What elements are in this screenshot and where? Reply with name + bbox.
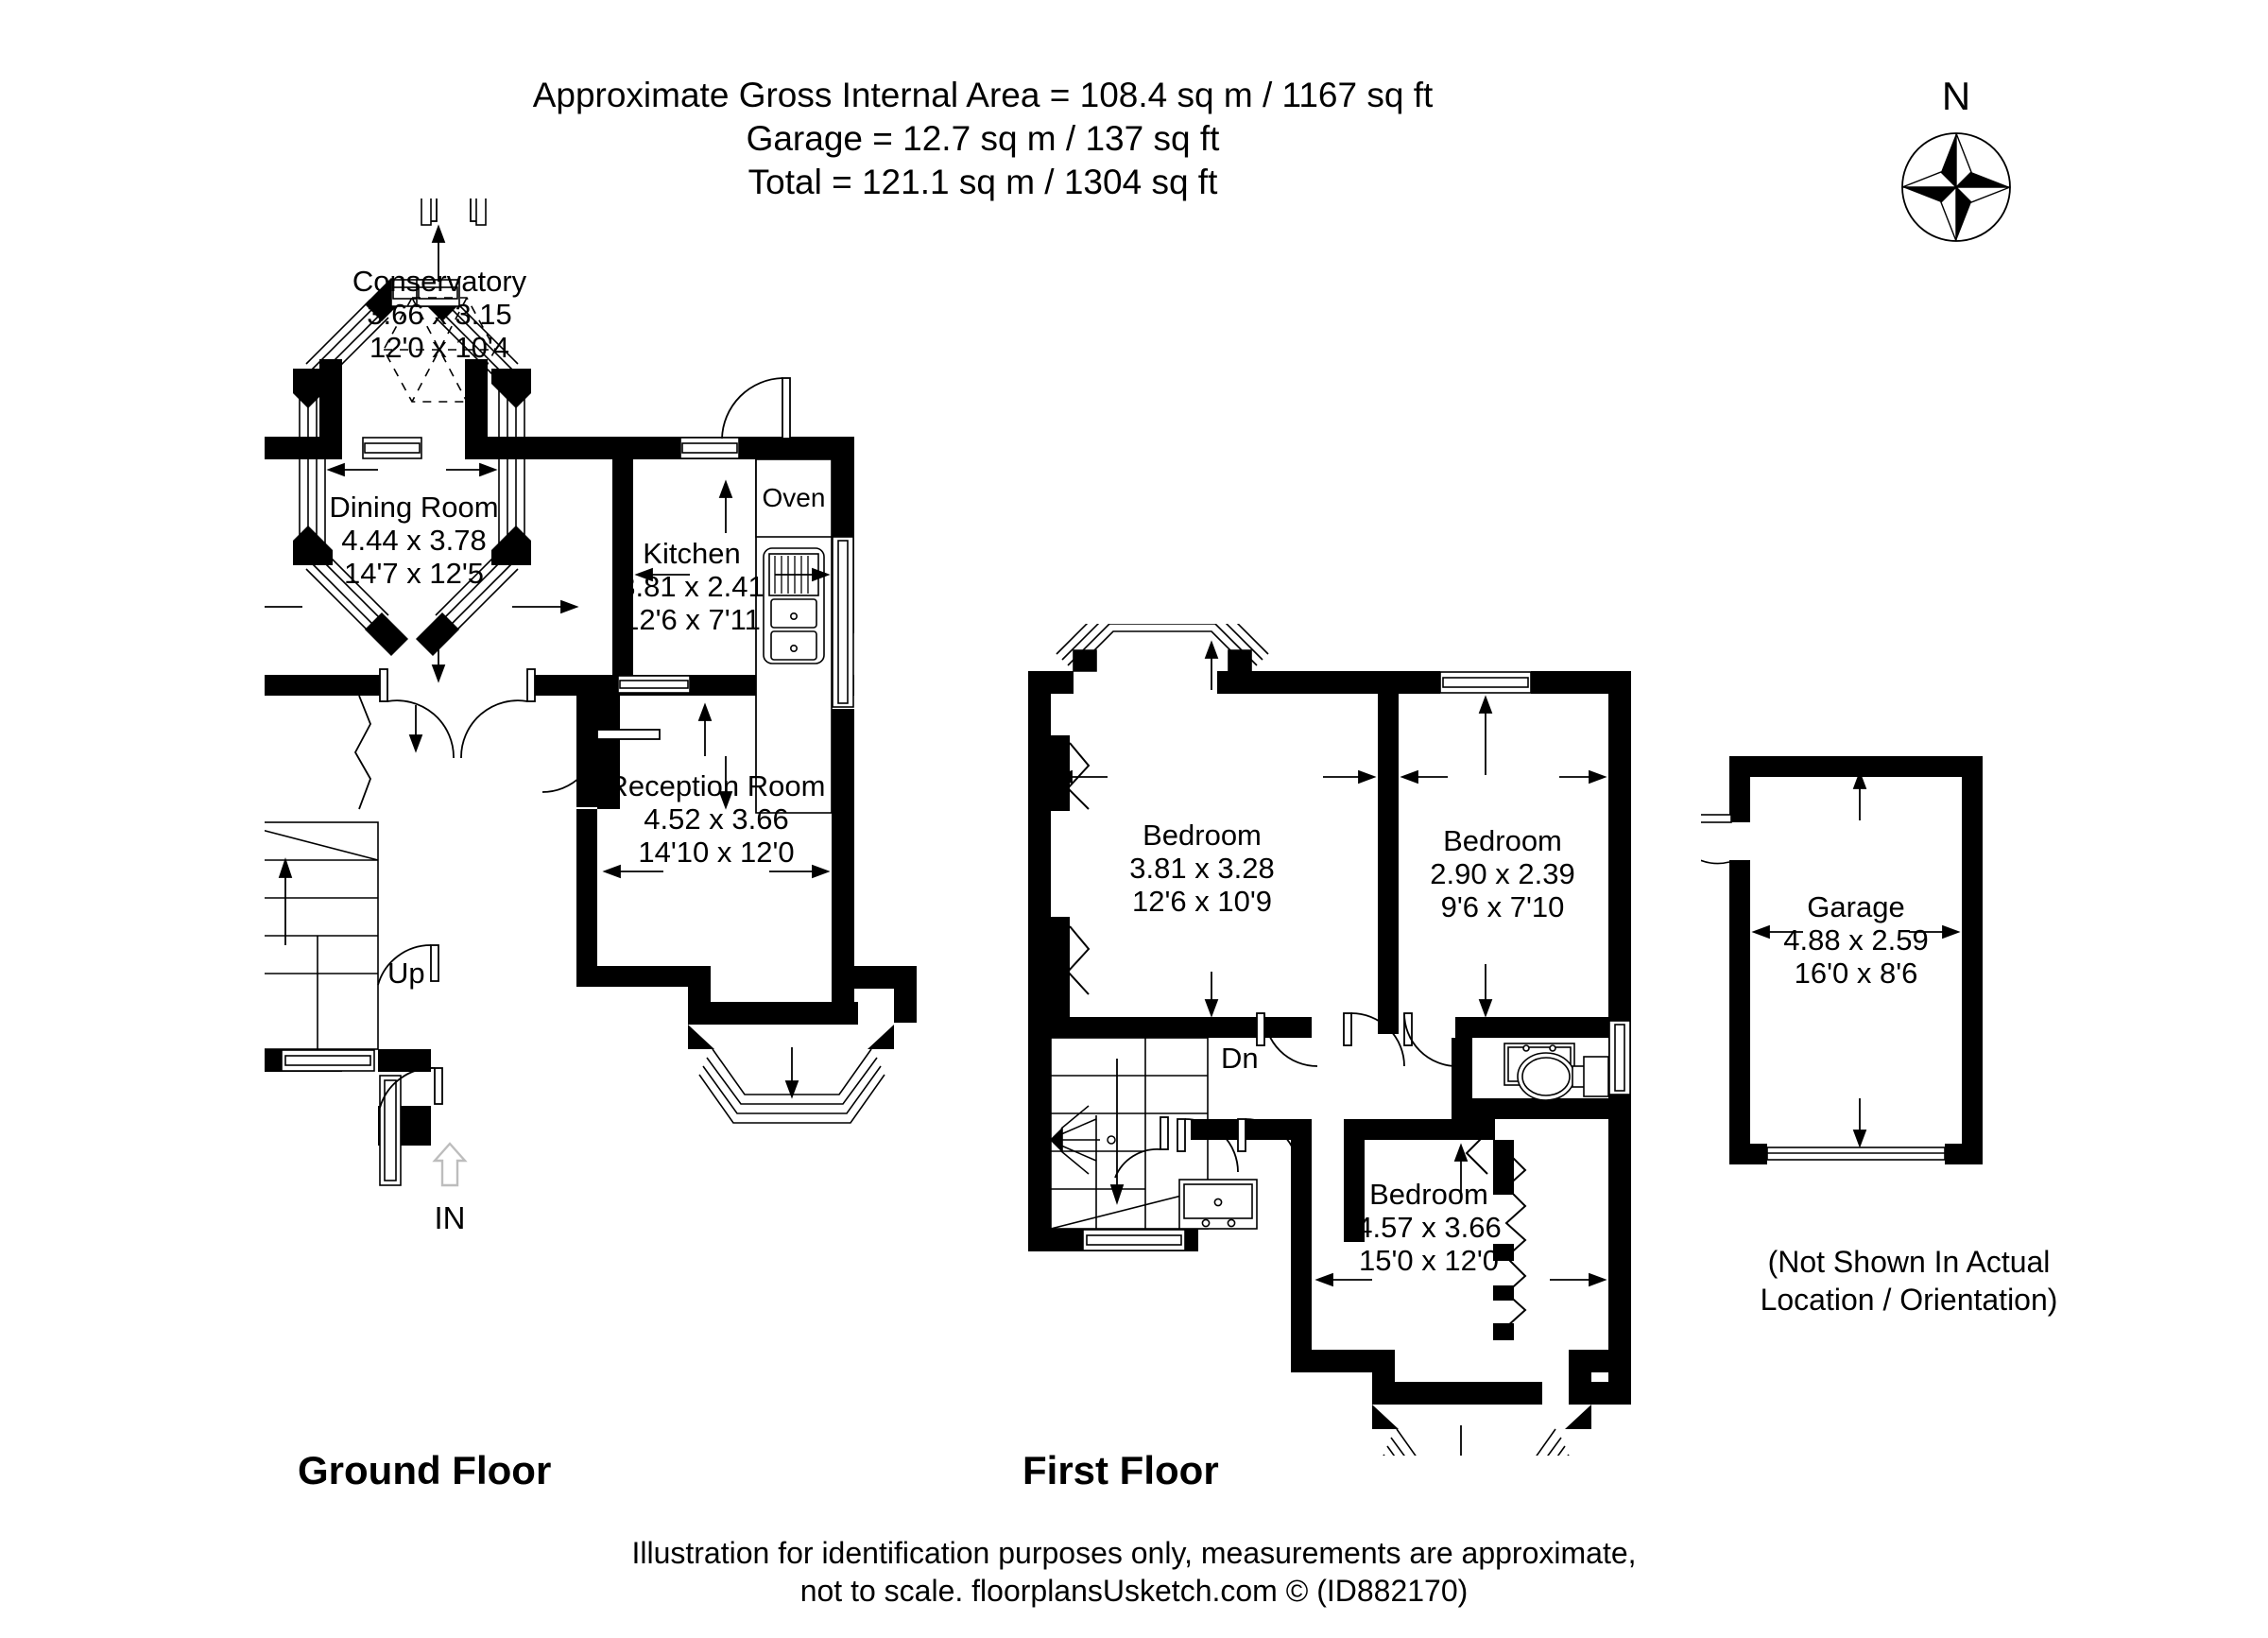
ground-floor-plan: Conservatory 3.66 x 3.15 12'0 x 10'4 bbox=[265, 198, 917, 1235]
conservatory-dim-imperial: 12'0 x 10'4 bbox=[369, 331, 509, 364]
garage-name: Garage bbox=[1807, 890, 1904, 923]
dining-room-name: Dining Room bbox=[329, 491, 498, 524]
bedroom-3-dim-metric: 4.57 x 3.66 bbox=[1356, 1211, 1501, 1244]
reception-room-dim-imperial: 14'10 x 12'0 bbox=[638, 836, 794, 869]
conservatory-name: Conservatory bbox=[352, 265, 527, 298]
conservatory-structure: Conservatory 3.66 x 3.15 12'0 x 10'4 bbox=[293, 198, 531, 683]
wc-pan bbox=[1517, 1052, 1609, 1101]
ground-floor-staircase bbox=[265, 821, 379, 1050]
garage-note-line2: Location / Orientation) bbox=[1760, 1283, 2058, 1317]
compass-north-label: N bbox=[1941, 74, 1971, 118]
garage-dim-arrows bbox=[1751, 770, 1961, 1148]
ground-floor-windows bbox=[281, 437, 854, 1186]
first-floor-windows bbox=[1082, 671, 1631, 1251]
bedroom-1-name: Bedroom bbox=[1143, 819, 1262, 852]
garage-dim-metric: 4.88 x 2.59 bbox=[1783, 923, 1928, 957]
bedroom-3-name: Bedroom bbox=[1369, 1178, 1488, 1211]
area-summary-header: Approximate Gross Internal Area = 108.4 … bbox=[454, 74, 1512, 204]
first-floor-caption: First Floor bbox=[1022, 1448, 1219, 1492]
bedroom-2-dim-imperial: 9'6 x 7'10 bbox=[1441, 890, 1565, 923]
compass-rose-icon bbox=[1901, 132, 2011, 242]
conservatory-dim-metric: 3.66 x 3.15 bbox=[367, 298, 511, 331]
garage-plan: Garage 4.88 x 2.59 16'0 x 8'6 bbox=[1701, 756, 1983, 1164]
bedroom-1-dim-imperial: 12'6 x 10'9 bbox=[1132, 885, 1272, 918]
kitchen-oven-label: Oven bbox=[763, 483, 826, 512]
shower-room-basin bbox=[1178, 1179, 1258, 1230]
garage-note-line1: (Not Shown In Actual bbox=[1767, 1245, 2051, 1279]
reception-room-name: Reception Room bbox=[608, 769, 826, 802]
kitchen-dim-imperial: 12'6 x 7'11 bbox=[623, 603, 761, 636]
bedroom-2-name: Bedroom bbox=[1443, 824, 1562, 857]
footer-disclaimer: Illustration for identification purposes… bbox=[378, 1534, 1890, 1610]
kitchen-fittings: Oven bbox=[755, 458, 833, 814]
first-floor-staircase bbox=[1050, 1037, 1209, 1230]
dining-room-dim-metric: 4.44 x 3.78 bbox=[341, 524, 486, 557]
first-floor-doors bbox=[1066, 742, 1527, 1328]
first-floor-plan: Dn bbox=[1028, 624, 1631, 1456]
kitchen-dim-metric: 3.81 x 2.41 bbox=[619, 570, 764, 603]
shower-head-icon bbox=[1049, 1105, 1116, 1175]
footer-line-1: Illustration for identification purposes… bbox=[631, 1536, 1637, 1570]
garage-side-door bbox=[1701, 814, 1732, 865]
first-floor-bay-window-top bbox=[1056, 624, 1269, 672]
ground-stair-up-label: Up bbox=[387, 957, 425, 990]
first-stair-dn-label: Dn bbox=[1221, 1042, 1259, 1075]
garage-area-line: Garage = 12.7 sq m / 137 sq ft bbox=[746, 119, 1220, 158]
reception-room-dim-metric: 4.52 x 3.66 bbox=[644, 802, 788, 836]
dining-room-dim-imperial: 14'7 x 12'5 bbox=[344, 557, 484, 590]
bedroom-3-dim-imperial: 15'0 x 12'0 bbox=[1359, 1244, 1499, 1277]
compass: N bbox=[1857, 74, 2055, 253]
entrance-in-marker: IN bbox=[432, 1142, 468, 1235]
entrance-in-label: IN bbox=[435, 1200, 466, 1235]
garage-location-note: (Not Shown In Actual Location / Orientat… bbox=[1692, 1243, 2126, 1319]
footer-line-2: not to scale. floorplansUsketch.com © (I… bbox=[799, 1574, 1469, 1608]
garage-walls bbox=[1729, 756, 1983, 1164]
gross-internal-area-line: Approximate Gross Internal Area = 108.4 … bbox=[532, 76, 1434, 114]
first-floor-dim-arrows bbox=[1054, 640, 1607, 1456]
garage-dim-imperial: 16'0 x 8'6 bbox=[1795, 957, 1918, 990]
ground-floor-doors bbox=[353, 377, 822, 1109]
ground-floor-dim-arrows bbox=[265, 479, 831, 1099]
bedroom-1-dim-metric: 3.81 x 3.28 bbox=[1129, 852, 1274, 885]
first-floor-bay-window-bottom bbox=[1383, 1428, 1570, 1456]
bedroom-2-dim-metric: 2.90 x 2.39 bbox=[1430, 857, 1574, 890]
total-area-line: Total = 121.1 sq m / 1304 sq ft bbox=[747, 163, 1218, 201]
garage-main-door bbox=[1766, 1147, 1946, 1161]
ground-floor-caption: Ground Floor bbox=[298, 1448, 552, 1492]
kitchen-name: Kitchen bbox=[643, 537, 740, 570]
